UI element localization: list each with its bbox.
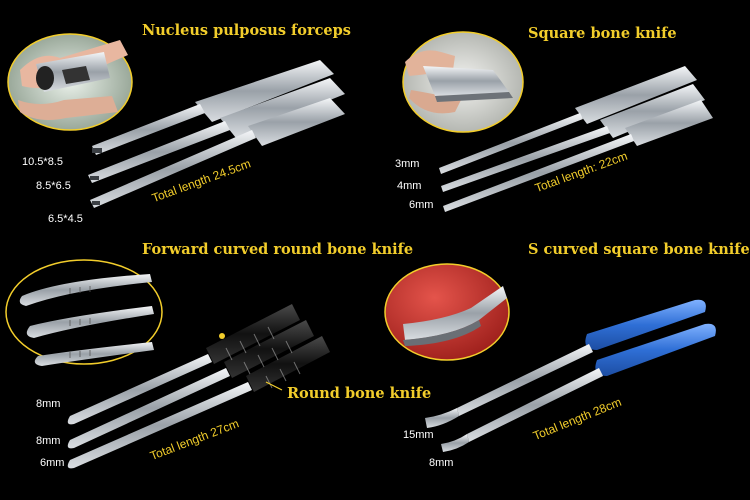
product-title: S curved square bone knife (528, 241, 750, 258)
shaft (88, 104, 256, 208)
round-knife-illustration (5, 259, 330, 469)
magnifier-lens (384, 263, 510, 361)
panel-nucleus-pulposus-forceps: Nucleus pulposus forceps 10.5*8.5 8.5*6.… (0, 0, 375, 250)
handle (575, 66, 713, 146)
handle (195, 60, 345, 146)
shaft (67, 354, 252, 469)
product-title: Nucleus pulposus forceps (142, 22, 351, 39)
product-title: Square bone knife (528, 25, 677, 42)
callout-dot (219, 333, 225, 339)
shaft (457, 344, 603, 442)
size-label: 8.5*6.5 (36, 180, 71, 192)
size-label: 4mm (397, 180, 422, 192)
magnifier-lens (402, 31, 524, 133)
forceps-illustration (7, 33, 345, 208)
callout-line (265, 381, 283, 391)
black-handle (206, 304, 330, 392)
callout-label: Round bone knife (287, 385, 432, 402)
panel-square-bone-knife: Square bone knife 3mm 4mm 6mm Total leng… (375, 0, 750, 250)
blade (425, 408, 469, 452)
size-label: 6mm (40, 457, 65, 469)
shaft (439, 113, 634, 212)
magnifier-lens (5, 259, 163, 366)
size-label: 6.5*4.5 (48, 213, 83, 225)
size-label: 15mm (403, 429, 434, 441)
magnifier-lens (7, 33, 133, 131)
size-label: 8mm (36, 435, 61, 447)
s-curved-knife-illustration (384, 263, 716, 452)
product-title: Forward curved round bone knife (142, 241, 414, 258)
panel-s-curved-square-bone-knife: S curved square bone knife 15mm 8mm Tota… (375, 241, 750, 500)
size-label: 3mm (395, 158, 420, 170)
tip (90, 148, 102, 205)
size-label: 8mm (429, 457, 454, 469)
square-knife-illustration (402, 31, 713, 212)
size-label: 8mm (36, 398, 61, 410)
panel-forward-curved-round-bone-knife: Forward curved round bone knife Round bo… (0, 241, 431, 500)
size-label: 10.5*8.5 (22, 156, 63, 168)
size-label: 6mm (409, 199, 434, 211)
blue-handle (585, 299, 716, 376)
